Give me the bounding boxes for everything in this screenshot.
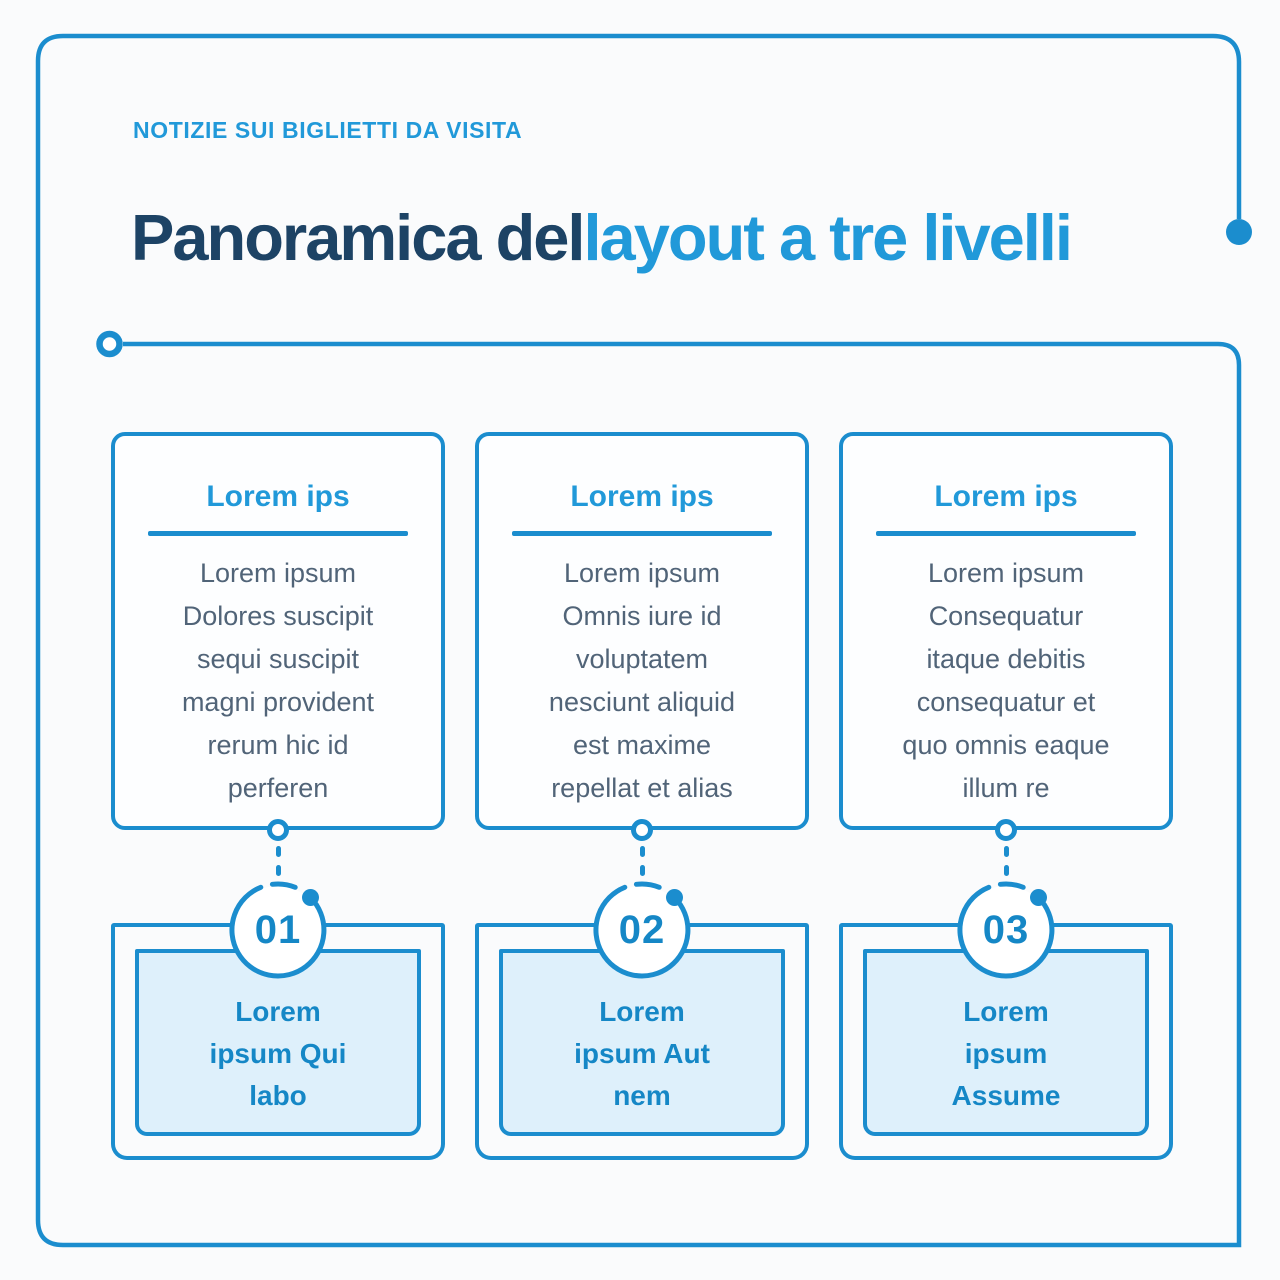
step-ring-stub xyxy=(633,881,662,890)
info-card-3: Lorem ips Lorem ipsum Consequatur itaque… xyxy=(839,432,1173,830)
page-title-dark-part: Panoramica del xyxy=(131,201,585,274)
frame-path xyxy=(35,33,1242,1248)
frame-start-open-circle-icon xyxy=(96,330,123,358)
dotted-connector-dash-icon xyxy=(275,865,281,876)
label-card-2-inner: Lorem ipsum Aut nem xyxy=(499,949,785,1136)
page-title-accent-part: layout a tre livelli xyxy=(583,201,1073,274)
label-card-1: Lorem ipsum Qui labo xyxy=(111,923,445,1160)
info-card-2-title: Lorem ips xyxy=(570,480,714,513)
step-ring-arc xyxy=(957,884,1055,979)
step-orbit-dot-icon xyxy=(302,889,319,906)
step-number-1: 01 xyxy=(254,907,302,952)
card-anchor-circle-icon xyxy=(267,819,289,841)
label-card-2-text: Lorem ipsum Aut nem xyxy=(574,995,710,1111)
column-1: Lorem ips Lorem ipsum Dolores suscipit s… xyxy=(111,432,445,1172)
step-ring-fill xyxy=(234,886,322,974)
step-number-3: 03 xyxy=(982,907,1030,952)
info-card-3-title: Lorem ips xyxy=(934,480,1078,513)
frame-end-dot-icon xyxy=(1226,219,1252,245)
card-anchor-circle-icon xyxy=(631,819,653,841)
label-card-3-inner: Lorem ipsum Assume xyxy=(863,949,1149,1136)
dotted-connector-dash-icon xyxy=(1003,865,1009,876)
dotted-connector-dash-icon xyxy=(639,846,645,857)
dotted-connector-dash-icon xyxy=(275,846,281,857)
step-ring-fill xyxy=(598,886,686,974)
card-anchor-circle-icon xyxy=(995,819,1017,841)
step-ring-3 xyxy=(957,881,1055,979)
label-card-3: Lorem ipsum Assume xyxy=(839,923,1173,1160)
step-ring-arc xyxy=(229,884,327,979)
info-card-1: Lorem ips Lorem ipsum Dolores suscipit s… xyxy=(111,432,445,830)
column-2: Lorem ips Lorem ipsum Omnis iure id volu… xyxy=(475,432,809,1172)
dotted-connector-dash-icon xyxy=(639,865,645,876)
step-orbit-dot-icon xyxy=(1030,889,1047,906)
kicker: NOTIZIE SUI BIGLIETTI DA VISITA xyxy=(133,117,523,143)
info-card-3-body: Lorem ipsum Consequatur itaque debitis c… xyxy=(902,558,1110,803)
dotted-connector-dash-icon xyxy=(1003,846,1009,857)
label-card-3-text: Lorem ipsum Assume xyxy=(951,995,1061,1111)
step-ring-fill xyxy=(962,886,1050,974)
column-3: Lorem ips Lorem ipsum Consequatur itaque… xyxy=(839,432,1173,1172)
info-card-1-body: Lorem ipsum Dolores suscipit sequi susci… xyxy=(181,558,375,803)
label-card-1-inner: Lorem ipsum Qui labo xyxy=(135,949,421,1136)
info-card-2-body: Lorem ipsum Omnis iure id voluptatem nes… xyxy=(548,558,736,803)
info-card-1-title: Lorem ips xyxy=(206,480,350,513)
page-title: Panoramica dellayout a tre livelli xyxy=(131,200,1073,276)
step-ring-2 xyxy=(593,881,691,979)
info-card-2: Lorem ips Lorem ipsum Omnis iure id volu… xyxy=(475,432,809,830)
step-ring-stub xyxy=(997,881,1026,890)
info-card-1-divider xyxy=(148,531,408,536)
step-number-2: 02 xyxy=(618,907,666,952)
info-card-3-divider xyxy=(876,531,1136,536)
info-card-2-divider xyxy=(512,531,772,536)
label-card-2: Lorem ipsum Aut nem xyxy=(475,923,809,1160)
label-card-1-text: Lorem ipsum Qui labo xyxy=(209,995,347,1111)
step-ring-stub xyxy=(269,881,298,890)
step-orbit-dot-icon xyxy=(666,889,683,906)
step-ring-arc xyxy=(593,884,691,979)
step-ring-1 xyxy=(229,881,327,979)
